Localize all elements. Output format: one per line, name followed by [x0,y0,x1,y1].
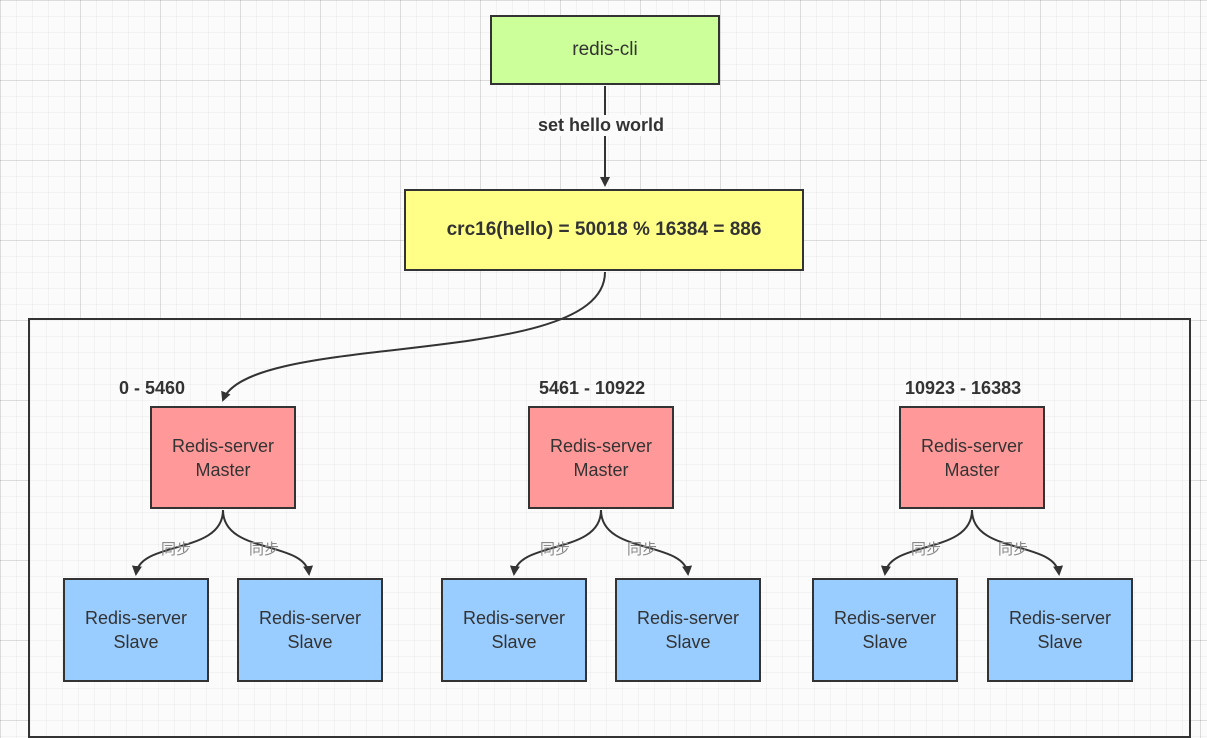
sync-arrow [600,509,693,576]
master-node: Redis-server Master [528,406,674,509]
slave-line2: Slave [1037,632,1083,652]
slave-line1: Redis-server [833,608,937,628]
slot-range-label: 0 - 5460 [119,378,186,398]
sync-arrow [509,509,602,576]
slave-node: Redis-server Slave [63,578,209,682]
slave-line1: Redis-server [1008,608,1112,628]
sync-label: 同步 [249,541,280,558]
sync-arrow [971,509,1064,576]
master-node: Redis-server Master [899,406,1045,509]
master-line2: Master [944,459,1000,480]
slave-line2: Slave [862,632,908,652]
master-line1: Redis-server [549,435,653,456]
slave-line1: Redis-server [462,608,566,628]
cluster-frame [28,318,1191,738]
sync-arrow [880,509,973,576]
redis-cli-node: redis-cli [490,15,720,85]
slot-range-label: 5461 - 10922 [539,378,646,398]
redis-cli-label: redis-cli [572,39,638,60]
sync-arrow [222,509,314,576]
master-line1: Redis-server [171,435,275,456]
slave-node: Redis-server Slave [987,578,1133,682]
sync-label: 同步 [161,541,192,558]
slave-node: Redis-server Slave [441,578,587,682]
slave-line1: Redis-server [258,608,362,628]
master-node: Redis-server Master [150,406,296,509]
slave-node: Redis-server Slave [615,578,761,682]
hash-formula-label: crc16(hello) = 50018 % 16384 = 886 [446,219,762,240]
slave-line2: Slave [491,632,537,652]
slave-node: Redis-server Slave [237,578,383,682]
slave-node: Redis-server Slave [812,578,958,682]
master-line2: Master [195,459,251,480]
sync-arrow [131,509,224,576]
slot-range-label: 10923 - 16383 [905,378,1022,398]
routing-arrow [221,271,606,402]
hash-slot-node: crc16(hello) = 50018 % 16384 = 886 [404,189,804,271]
master-line1: Redis-server [920,435,1024,456]
slave-line2: Slave [665,632,711,652]
slave-line2: Slave [113,632,159,652]
slave-line1: Redis-server [636,608,740,628]
slave-line1: Redis-server [84,608,188,628]
sync-label: 同步 [540,541,571,558]
sync-label: 同步 [998,541,1029,558]
master-line2: Master [573,459,629,480]
request-command-label: set hello world [536,115,667,136]
slave-line2: Slave [287,632,333,652]
sync-label: 同步 [911,541,942,558]
connector-layer [131,86,1064,576]
sync-label: 同步 [627,541,658,558]
